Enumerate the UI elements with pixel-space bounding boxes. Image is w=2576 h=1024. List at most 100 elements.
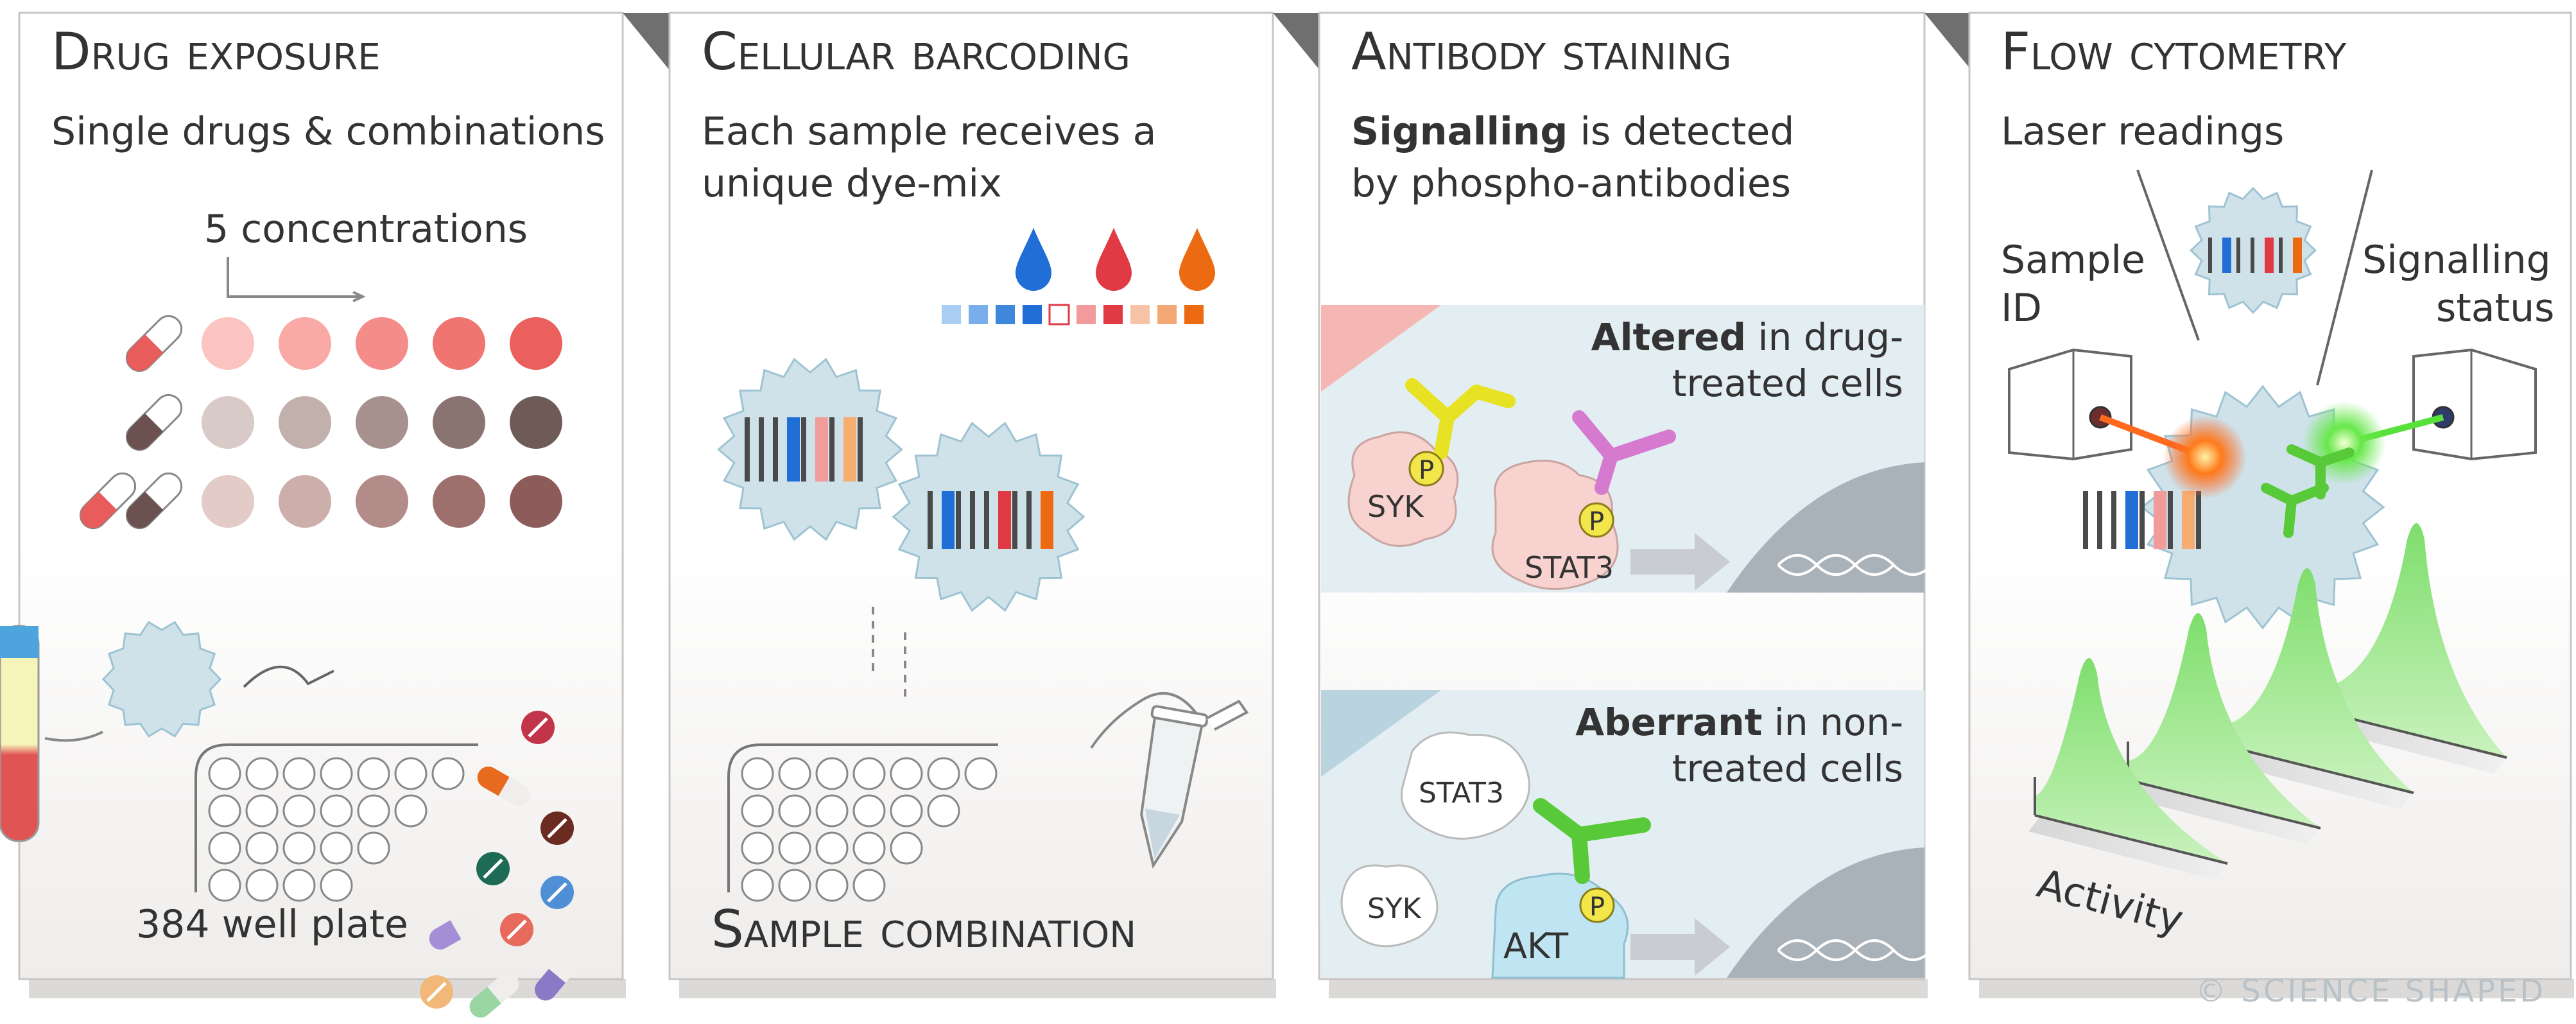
phospho-marker xyxy=(1578,502,1614,538)
concentration-dot xyxy=(356,317,408,370)
panel-title: Drug exposure xyxy=(51,22,381,82)
plate-well xyxy=(282,869,316,902)
concentration-dots xyxy=(202,317,562,528)
corner-fold-icon xyxy=(623,13,669,69)
dna-icon xyxy=(1777,939,1933,961)
plate-well xyxy=(927,794,960,828)
stat3-protein xyxy=(1401,731,1530,840)
activity-histogram xyxy=(2035,658,2227,863)
zoom-line xyxy=(2136,169,2200,341)
histogram-shadow xyxy=(2028,815,2227,880)
barcode-bar xyxy=(2097,491,2102,549)
dye-square xyxy=(1076,305,1096,324)
sample-line xyxy=(44,731,103,742)
phospho-marker xyxy=(1408,451,1444,487)
plate-well xyxy=(208,831,241,865)
orange-dye-drop-icon xyxy=(1179,228,1215,291)
barcode-bar xyxy=(745,417,750,482)
protein-label: STAT3 xyxy=(1525,550,1614,585)
dye-square xyxy=(996,305,1015,324)
concentration-dot xyxy=(279,396,331,449)
panel-subtitle-line2: unique dye-mix xyxy=(702,161,1002,206)
detector-right-icon xyxy=(2412,348,2537,461)
barcode-bar xyxy=(2083,491,2088,549)
panel-title: Flow cytometry xyxy=(2001,22,2347,82)
protein-label: SYK xyxy=(1367,489,1424,524)
pill-icon xyxy=(429,910,483,950)
sample-id-label-line1: Sample xyxy=(2001,238,2145,282)
plate-well xyxy=(852,831,886,865)
plate-well xyxy=(282,757,316,790)
barcoded-cell-icon xyxy=(2189,186,2317,315)
barcode-bar xyxy=(984,491,989,549)
concentration-dot xyxy=(433,396,485,449)
blood-tube-icon xyxy=(0,625,40,842)
panel-shadow xyxy=(1329,979,1928,998)
plate-well xyxy=(815,757,849,790)
plate-well xyxy=(208,757,241,790)
transfer-arrow xyxy=(243,665,334,688)
barcode-bar xyxy=(998,491,1011,549)
protein-label: AKT xyxy=(1503,926,1569,966)
pill-icon xyxy=(477,767,531,806)
plate-well xyxy=(778,869,811,902)
concentration-dot xyxy=(510,475,562,528)
panel-title: Cellular barcoding xyxy=(702,22,1130,82)
green-flash-icon xyxy=(2303,401,2386,485)
dye-square xyxy=(1184,305,1204,324)
corner-fold-icon xyxy=(1924,13,1971,69)
barcode-bar xyxy=(2293,238,2302,273)
barcode-bar xyxy=(928,491,933,549)
purple-antibody-icon xyxy=(1572,410,1676,495)
panel-subtitle: Single drugs & combinations xyxy=(51,109,605,154)
barcode-bar xyxy=(2111,491,2116,549)
barcode-bar xyxy=(942,491,955,549)
subtitle-rest: is detected xyxy=(1568,109,1794,154)
well-plate-icon xyxy=(727,743,998,902)
red-dye-drop-icon xyxy=(1096,228,1132,291)
histogram-axis xyxy=(2127,779,2321,829)
panel-shadow xyxy=(679,979,1276,998)
dye-square xyxy=(1103,305,1123,324)
plate-well xyxy=(320,794,353,828)
pill-icon xyxy=(125,394,183,451)
pipette-line xyxy=(1090,692,1202,749)
box-label: Altered in drug- xyxy=(1591,315,1903,359)
panel-subtitle-line1: Each sample receives a xyxy=(702,109,1156,154)
dye-square xyxy=(1157,305,1177,324)
pill-icon xyxy=(469,973,519,1018)
pill-icon xyxy=(125,315,183,372)
pill-icon xyxy=(540,811,574,845)
concentration-dot xyxy=(202,475,254,528)
panel-shadow xyxy=(1979,979,2574,998)
protein-label: SYK xyxy=(1367,892,1422,925)
plate-well xyxy=(357,757,390,790)
plate-well xyxy=(852,757,886,790)
panel-subtitle: Laser readings xyxy=(2001,109,2284,154)
plate-well xyxy=(778,757,811,790)
barcode-bar xyxy=(2236,238,2240,273)
barcode-bar xyxy=(1012,491,1017,549)
plate-well xyxy=(890,794,923,828)
concentration-dot xyxy=(356,396,408,449)
plate-well xyxy=(282,831,316,865)
activity-histogram xyxy=(2314,523,2507,758)
plate-well xyxy=(815,831,849,865)
plate-well xyxy=(245,869,279,902)
barcode-bar xyxy=(858,417,863,482)
pill-icon xyxy=(420,975,453,1009)
eppendorf-tube-icon xyxy=(1140,699,1249,869)
scattered-pills xyxy=(420,711,580,1018)
barcode-bar xyxy=(829,417,834,482)
sample-id-label-line2: ID xyxy=(2001,286,2042,331)
blue-dye-drop-icon xyxy=(1016,228,1051,291)
activity-histogram xyxy=(2128,613,2321,828)
plate-well xyxy=(927,757,960,790)
concentration-dot xyxy=(510,317,562,370)
panel-subtitle: Signalling is detected xyxy=(1351,109,1794,154)
pill-icon xyxy=(500,913,533,946)
panel-subtitle-line2: by phospho-antibodies xyxy=(1351,161,1791,206)
box-label-line2: treated cells xyxy=(1672,361,1903,405)
barcode-bar xyxy=(759,417,764,482)
